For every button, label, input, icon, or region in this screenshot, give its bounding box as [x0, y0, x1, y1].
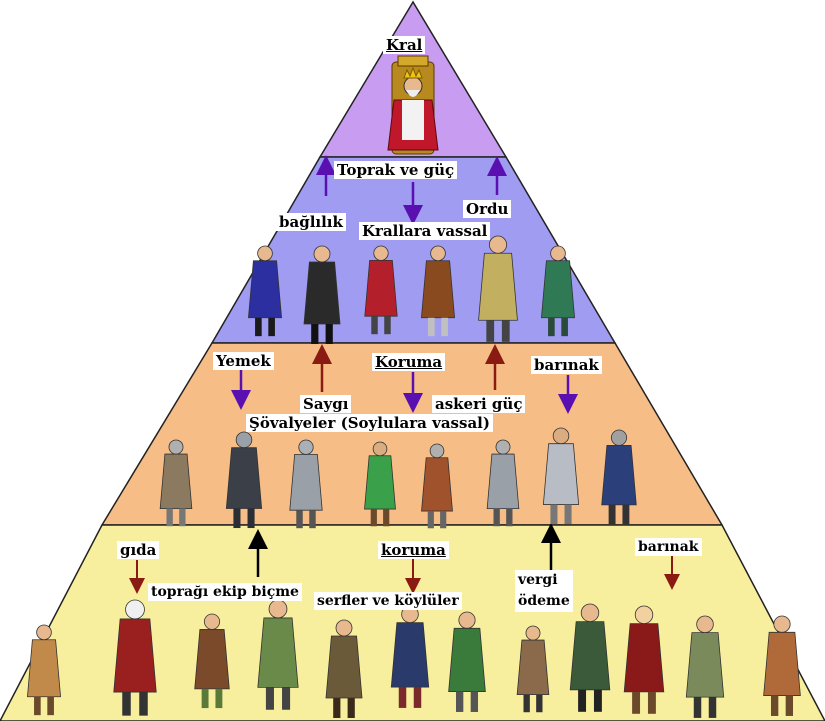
blacksmith-icon — [516, 625, 550, 713]
bishop-black-robe-icon — [303, 245, 341, 344]
noble-brown-icon — [421, 245, 455, 337]
bishop-mitre-icon — [478, 235, 518, 342]
peasant-pan-icon — [194, 613, 230, 709]
label-respect: Saygı — [300, 395, 352, 413]
maiden-icon — [623, 605, 665, 714]
label-land-power: Toprak ve güç — [334, 161, 458, 179]
label-shelter-peasants: barınak — [635, 538, 702, 556]
peasant-bundle-icon — [685, 615, 725, 718]
label-tax: vergi ödeme — [515, 570, 573, 612]
nobles-title: Krallara vassal — [359, 222, 491, 240]
knights-title: Şövalyeler (Soylulara vassal) — [246, 414, 493, 432]
label-food-knights: Yemek — [213, 352, 274, 370]
monk-icon — [325, 619, 363, 718]
peasant-cross-icon — [448, 611, 486, 712]
knight-spear-icon — [159, 439, 193, 527]
peasant-green-hood-icon — [569, 603, 611, 712]
knight-blue-shield-icon — [601, 429, 637, 525]
label-protection-knights: Koruma — [372, 353, 446, 371]
noble-green-icon — [541, 245, 575, 337]
label-army: Ordu — [463, 200, 512, 218]
knight-shield-icon — [289, 439, 323, 529]
king-on-throne-icon — [387, 55, 439, 155]
noble-blue-robe-icon — [248, 245, 282, 337]
knight-sword-down-icon — [542, 427, 580, 525]
peasants-title: serfler ve köylüler — [314, 592, 462, 610]
king-title: Kral — [383, 36, 426, 54]
peasant-woman-rake-icon — [763, 615, 801, 716]
label-protection-peasants: koruma — [378, 541, 449, 559]
peasant-sitting-icon — [390, 605, 430, 708]
knight-sword-shield-icon — [225, 431, 263, 529]
label-shelter-knights: barınak — [531, 356, 602, 374]
peasant-hoe-icon — [27, 624, 61, 716]
knight-armor-icon — [421, 443, 453, 529]
figures-layer — [27, 55, 801, 718]
label-food-peasants: gıda — [117, 541, 160, 559]
peasant-cook-icon — [113, 599, 157, 716]
peasant-basket-icon — [257, 599, 299, 710]
knight-staff-icon — [486, 439, 520, 527]
knight-green-shield-icon — [364, 441, 396, 527]
label-military: askeri güç — [432, 395, 526, 413]
noble-red-icon — [364, 245, 398, 335]
label-farming: toprağı ekip biçme — [148, 583, 302, 601]
label-loyalty: bağlılık — [276, 213, 346, 231]
